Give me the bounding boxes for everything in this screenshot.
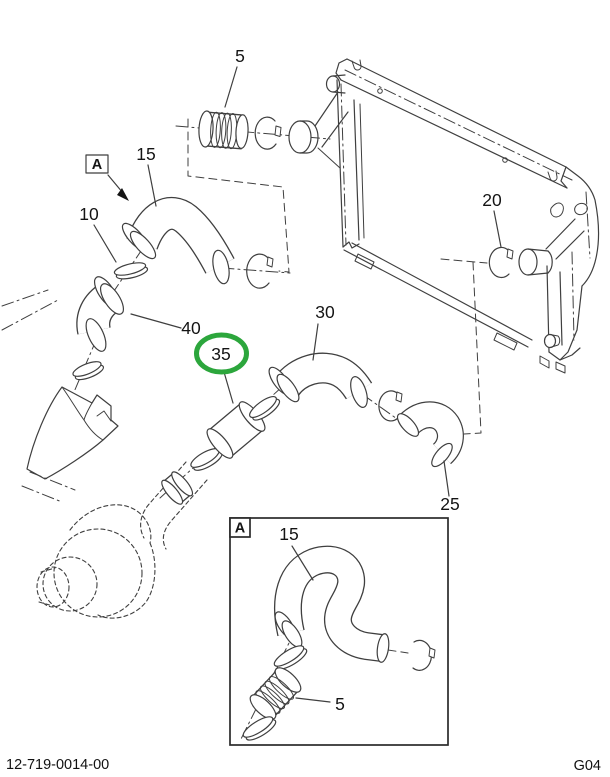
- clamp-ring-a: [254, 116, 282, 150]
- callout-40[interactable]: 40: [181, 318, 201, 338]
- clamp-40-lower: [72, 361, 105, 381]
- callout-leaders: [93, 66, 502, 497]
- clamp-35-upper: [249, 395, 281, 421]
- inset-hose-15: [274, 545, 390, 663]
- engine-bracket: [26, 386, 119, 480]
- hose-15-main: [121, 196, 235, 285]
- highlight-ellipse: [194, 332, 249, 375]
- detail-inset-box: A: [229, 517, 449, 746]
- turbo-pipe-collar: [161, 471, 194, 505]
- callout-15[interactable]: 15: [136, 144, 155, 164]
- callout-25[interactable]: 25: [440, 494, 459, 514]
- hose-40: [76, 276, 125, 352]
- callout-5-top[interactable]: 5: [235, 46, 245, 66]
- highlight-35[interactable]: 35: [194, 332, 249, 375]
- detail-a-arrowhead: [117, 188, 129, 201]
- detail-a-boundary: [187, 118, 290, 273]
- callout-labels: 5 15 10 40 30 20 25: [79, 46, 502, 514]
- radiator-assembly: [314, 58, 600, 374]
- inset-callout-5[interactable]: 5: [335, 694, 345, 714]
- inset-bellows-5: [249, 667, 302, 720]
- clamp-ring-c: [378, 390, 403, 422]
- hose-30: [268, 352, 373, 408]
- clamp-20: [488, 246, 514, 279]
- turbocharger-reference: [36, 461, 208, 619]
- document-number: 12-719-0014-00: [6, 757, 110, 773]
- inset-clamp-lower: [242, 716, 277, 741]
- hose-bellows-5: [198, 110, 249, 150]
- detail-a-marker: A: [85, 154, 129, 201]
- hose-end-cap: [288, 120, 319, 154]
- inset-clamp-ring: [412, 639, 436, 671]
- axis-centerlines: [1, 125, 408, 503]
- callout-35[interactable]: 35: [211, 344, 230, 364]
- hose-25: [396, 401, 464, 468]
- grid-reference: G04: [573, 758, 601, 774]
- callout-20[interactable]: 20: [482, 190, 502, 210]
- clamp-10: [113, 262, 149, 280]
- inset-a-letter: A: [235, 521, 246, 537]
- detail-a-letter: A: [92, 157, 103, 173]
- inset-callout-15[interactable]: 15: [279, 524, 298, 544]
- clamp-ring-b: [246, 253, 274, 289]
- callout-30[interactable]: 30: [315, 302, 335, 322]
- callout-10[interactable]: 10: [79, 204, 99, 224]
